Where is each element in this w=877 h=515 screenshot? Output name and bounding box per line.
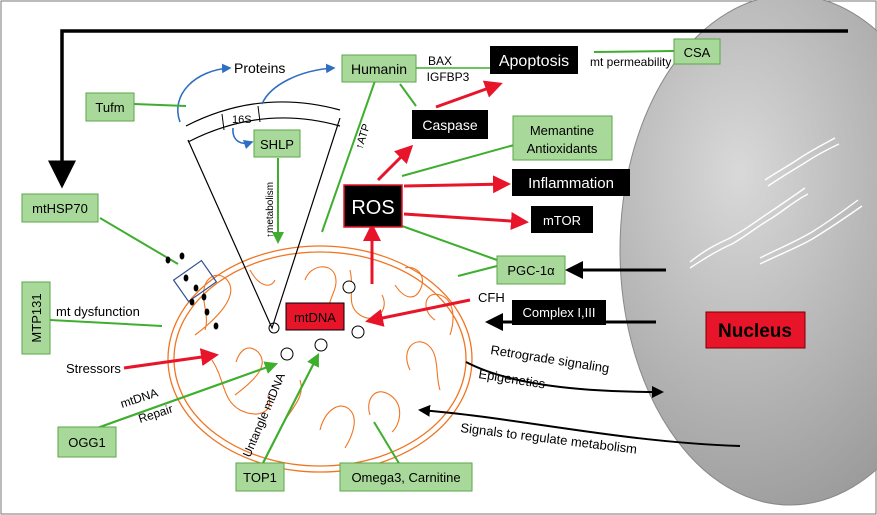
ribosome-arc-outer	[185, 101, 341, 127]
import-dots	[165, 252, 219, 330]
svg-text:PGC-1α: PGC-1α	[507, 263, 555, 278]
svg-text:Caspase: Caspase	[422, 117, 477, 133]
mtdna-circles	[268, 280, 365, 361]
ribosome-seg-2	[257, 105, 261, 123]
svg-text:Tufm: Tufm	[95, 100, 124, 115]
ribosome-seg-1	[221, 113, 225, 131]
retrograde-arrow	[465, 361, 664, 398]
apoptosis-box: Apoptosis	[490, 46, 578, 74]
green-connectors	[49, 50, 675, 466]
protein-import-box	[172, 259, 218, 303]
inflammation-box: Inflammation	[512, 169, 630, 196]
dna-helix-icon	[689, 137, 863, 269]
ogg1-box: OGG1	[57, 426, 117, 458]
label-mt-dysfunction: mt dysfunction	[56, 304, 140, 319]
label-bax: BAX	[428, 54, 452, 68]
omega-box: Omega3, Carnitine	[339, 462, 473, 492]
label-igfbp3: IGFBP3	[427, 70, 470, 84]
svg-text:Memantine: Memantine	[530, 123, 594, 138]
svg-text:Antioxidants: Antioxidants	[527, 141, 598, 156]
ribosome-arc-inner	[187, 117, 341, 143]
mtor-box: mTOR	[531, 206, 593, 233]
tufm-box: Tufm	[85, 92, 135, 122]
humanin-box: Humanin	[341, 54, 417, 83]
signals-arrow	[418, 404, 741, 447]
svg-text:mtHSP70: mtHSP70	[32, 201, 88, 216]
nucleus-shape	[619, 0, 877, 506]
mtp131-box: MTP131	[21, 281, 51, 355]
label-cfh: CFH	[478, 290, 505, 305]
ribosome-wedge	[187, 117, 341, 330]
svg-text:Omega3, Carnitine: Omega3, Carnitine	[351, 470, 460, 485]
svg-text:MTP131: MTP131	[29, 293, 44, 342]
svg-text:Complex I,III: Complex I,III	[523, 305, 596, 320]
svg-text:SHLP: SHLP	[260, 137, 294, 152]
nucleus-label: Nucleus	[718, 321, 792, 342]
ros-box: ROS	[343, 184, 403, 228]
mtdna-box: mtDNA	[285, 302, 345, 331]
nucleus-to-mthsp70-arrow	[48, 29, 848, 189]
svg-text:OGG1: OGG1	[68, 435, 106, 450]
csa-box: CSA	[673, 38, 721, 65]
blue-arrow-shlp	[232, 127, 254, 150]
label-metabolism: ↑metabolism	[265, 182, 276, 238]
label-proteins: Proteins	[234, 60, 285, 76]
mitochondrion-outer	[167, 245, 473, 473]
svg-text:TOP1: TOP1	[243, 470, 277, 485]
ogg1-arrow	[85, 361, 279, 434]
complex-box: Complex I,III	[512, 300, 606, 325]
top1-box: TOP1	[235, 462, 285, 492]
mitochondrion-inner	[173, 251, 467, 467]
cristae	[194, 266, 454, 449]
svg-text:mTOR: mTOR	[543, 213, 581, 228]
memantine-box: Memantine Antioxidants	[512, 115, 613, 161]
label-16s: 16S	[232, 114, 252, 126]
top1-arrow	[261, 353, 319, 466]
shlp-box: SHLP	[253, 129, 301, 158]
nucleus-label-box	[705, 311, 806, 349]
svg-text:Humanin: Humanin	[351, 61, 407, 77]
caspase-box: Caspase	[412, 110, 488, 139]
svg-text:mtDNA: mtDNA	[294, 310, 336, 325]
svg-text:Apoptosis: Apoptosis	[499, 53, 569, 70]
red-arrows	[123, 80, 529, 370]
label-stressors: Stressors	[66, 361, 121, 376]
blue-arrow-proteins	[177, 63, 232, 123]
blue-arrow-humanin	[261, 63, 336, 105]
svg-text:ROS: ROS	[351, 197, 394, 219]
svg-text:CSA: CSA	[684, 45, 711, 60]
svg-text:Inflammation: Inflammation	[528, 175, 614, 192]
label-mt-permeability: mt permeability	[590, 55, 671, 69]
mthsp70-box: mtHSP70	[21, 193, 99, 223]
pgc1a-box: PGC-1α	[496, 255, 566, 285]
